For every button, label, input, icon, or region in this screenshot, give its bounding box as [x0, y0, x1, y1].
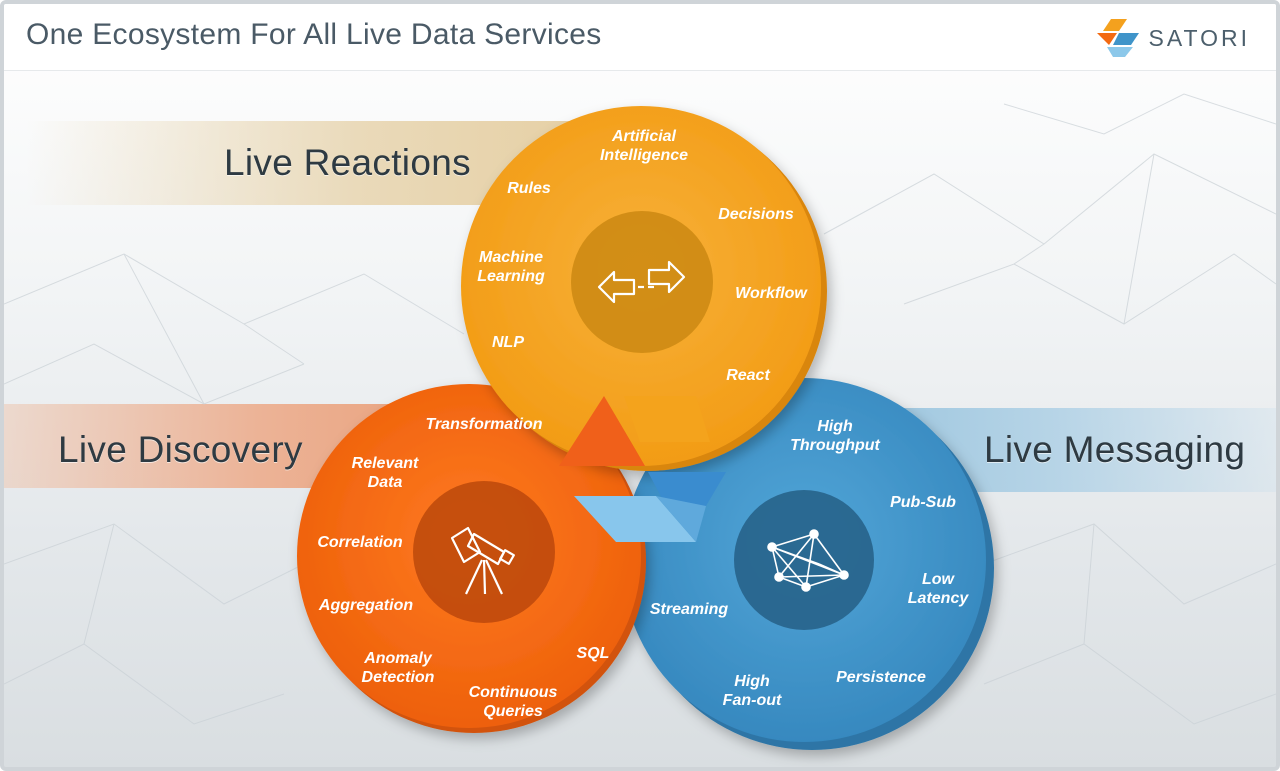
label-transformation: Transformation [425, 416, 542, 433]
live-reactions-title: Live Reactions [224, 142, 471, 183]
label-pub-sub: Pub-Sub [890, 494, 956, 511]
label-high-1: High [817, 418, 853, 435]
page-title: One Ecosystem For All Live Data Services [26, 18, 602, 51]
label-aggregation: Aggregation [318, 597, 413, 614]
label-throughput: Throughput [790, 437, 880, 454]
label-rules: Rules [507, 180, 551, 197]
label-latency: Latency [908, 590, 970, 607]
label-queries: Queries [483, 703, 543, 720]
background-mesh [4, 93, 1276, 725]
label-anomaly: Anomaly [363, 650, 433, 667]
label-continuous: Continuous [469, 684, 558, 701]
reactions-labels: Artificial Intelligence Rules Decisions … [477, 128, 808, 384]
discovery-circle [297, 384, 646, 733]
label-artificial: Artificial [611, 128, 677, 145]
label-fan-out: Fan-out [723, 692, 782, 709]
label-decisions: Decisions [718, 206, 794, 223]
label-machine: Machine [479, 249, 543, 266]
reactions-title-wrap: Live Reactions [224, 121, 471, 205]
satori-logo-icon [1096, 19, 1139, 57]
messaging-labels: High Throughput Pub-Sub Low Latency Stre… [650, 418, 969, 709]
label-streaming: Streaming [650, 601, 728, 618]
center-logo-shapes [559, 396, 726, 542]
label-learning: Learning [477, 268, 545, 285]
label-nlp: NLP [492, 334, 524, 351]
discovery-title-wrap: Live Discovery [58, 408, 303, 492]
label-relevant: Relevant [352, 455, 419, 472]
label-react: React [726, 367, 770, 384]
venn-diagram: Artificial Intelligence Rules Decisions … [297, 106, 994, 750]
label-low: Low [922, 571, 956, 588]
label-detection: Detection [362, 669, 435, 686]
label-correlation: Correlation [317, 534, 403, 551]
live-discovery-title: Live Discovery [58, 429, 303, 470]
label-persistence: Persistence [836, 669, 926, 686]
satori-logo: SATORI [1096, 18, 1251, 58]
label-high-2: High [734, 673, 770, 690]
label-workflow: Workflow [735, 285, 808, 302]
label-sql: SQL [577, 645, 610, 662]
label-data: Data [368, 474, 403, 491]
network-graph-icon [767, 529, 849, 592]
live-messaging-title: Live Messaging [984, 429, 1246, 470]
telescope-icon [450, 526, 515, 595]
messaging-circle [622, 378, 994, 750]
label-intelligence: Intelligence [600, 147, 688, 164]
arrows-exchange-icon [597, 260, 686, 304]
logo-text: SATORI [1148, 24, 1250, 51]
discovery-labels: Transformation Relevant Data Correlation… [317, 416, 609, 720]
messaging-title-wrap: Live Messaging [984, 408, 1245, 492]
header: One Ecosystem For All Live Data Services… [4, 4, 1276, 71]
